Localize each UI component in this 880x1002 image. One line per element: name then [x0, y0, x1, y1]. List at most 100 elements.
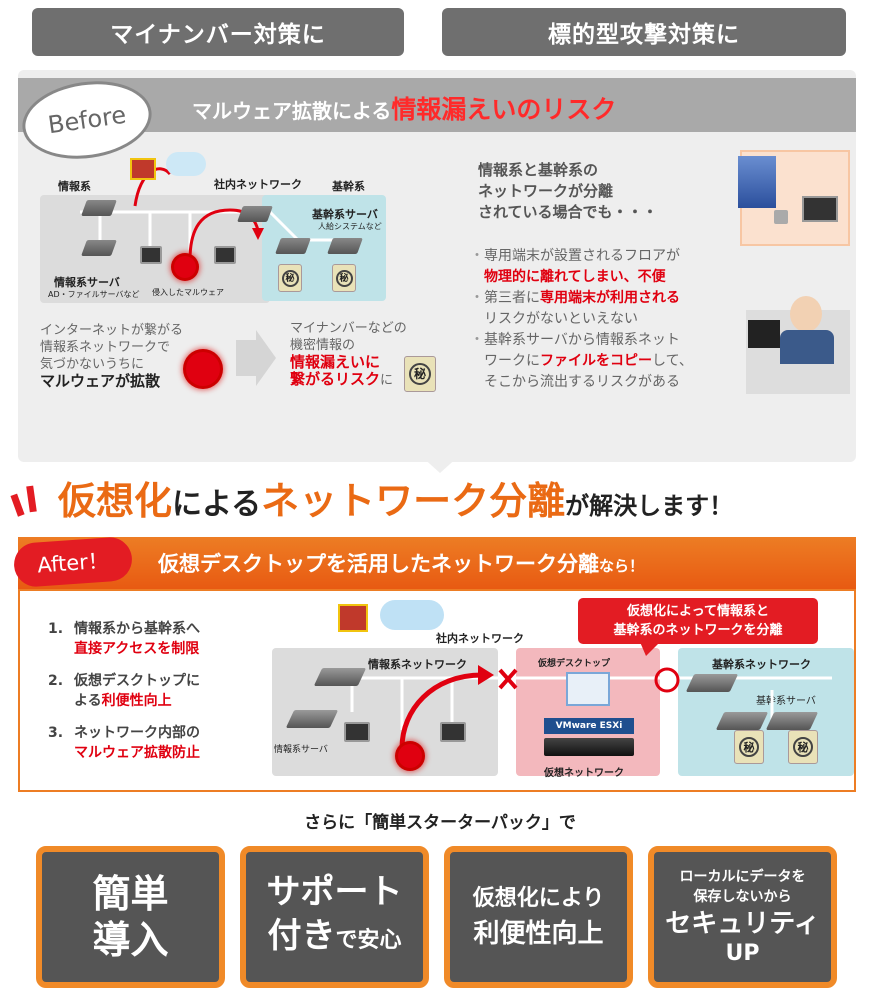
info-server-label: 情報系サーバ: [54, 276, 120, 289]
laptop-icon: [344, 722, 370, 742]
server-icon: [81, 200, 117, 216]
b3-suffix: して、: [652, 353, 693, 369]
tile-security: ローカルにデータを 保存しないから セキュリティ UP: [648, 846, 837, 988]
malware-icon-large: [186, 352, 220, 386]
after-network-lines: [332, 665, 832, 749]
secret-mark: 秘: [739, 737, 759, 757]
laptop-icon-2: [214, 246, 236, 264]
tile4-line2: 保存しないから: [693, 889, 792, 905]
step1-line1: 情報系から基幹系へ: [74, 621, 200, 637]
core-switch-icon: [685, 674, 739, 692]
b3-highlight: ファイルをコピー: [540, 353, 652, 369]
starter-pack-subline: さらに「簡単スターターパック」で: [304, 813, 576, 833]
secret-doc-icon-large: 秘: [404, 356, 436, 392]
solution-headline: 仮想化によるネットワーク分離が解決します！: [58, 470, 733, 525]
before-title-prefix: マルウェア拡散による: [192, 99, 392, 123]
tile2-line2a: 付き: [267, 916, 336, 956]
b2-prefix: 第三者に: [484, 290, 540, 306]
tile-support: サポート 付きで安心: [240, 846, 429, 988]
bullet: ・: [470, 248, 484, 264]
tile3-line1: 仮想化により: [472, 886, 605, 911]
secret-doc-icon-2: 秘: [788, 730, 818, 764]
step-number: 1.: [48, 621, 64, 637]
flow-mid-line3: 情報漏えいに: [290, 353, 381, 371]
core-server-icon-2: [327, 238, 363, 254]
flow-left-text: インターネットが繋がる 情報系ネットワークで 気づかないうちに マルウェアが拡散: [40, 322, 183, 391]
user-face-icon: [790, 296, 822, 332]
b2-highlight: 専用端末が利用される: [540, 290, 680, 306]
tab-targeted-attack: 標的型攻撃対策に: [442, 8, 846, 56]
flow-left-line4: マルウェアが拡散: [40, 372, 161, 390]
b3-prefix: ワークに: [484, 353, 540, 369]
secret-mark: 秘: [409, 363, 431, 385]
secret-doc-icon: 秘: [278, 264, 302, 292]
vmware-label: VMware ESXi: [544, 718, 634, 734]
cloud-icon: [166, 152, 206, 176]
after-info-server-label: 情報系サーバ: [274, 745, 328, 755]
benefit-steps: 1. 情報系から基幹系へ 直接アクセスを制限 2. 仮想デスクトップに よる利便性向…: [48, 619, 200, 763]
right-heading: 情報系と基幹系の ネットワークが分離 されている場合でも・・・: [478, 160, 658, 223]
flow-left-line2: 情報系ネットワークで: [40, 340, 171, 355]
after-title: 仮想デスクトップを活用したネットワーク分離なら！: [158, 548, 644, 578]
tile2-line1: サポート: [266, 872, 403, 912]
flow-left-line3: 気づかないうちに: [40, 357, 145, 372]
secret-doc-icon-2: 秘: [332, 264, 356, 292]
headline-resolves: が解決します！: [565, 492, 734, 520]
b3-line3: そこから流出するリスクがある: [484, 374, 680, 390]
core-server-sub: 人給システムなど: [318, 222, 382, 231]
info-sys-label: 情報系: [58, 180, 91, 193]
after-core-net-label: 基幹系ネットワーク: [712, 658, 811, 671]
callout-pointer: [640, 642, 660, 656]
building-icon: [738, 156, 776, 208]
callout-line2: 基幹系のネットワークを分離: [613, 623, 783, 638]
right-head-line3: されている場合でも・・・: [478, 203, 658, 221]
right-bullets: ・専用端末が設置されるフロアが 物理的に離れてしまい、不便 ・第三者に専用端末が…: [470, 246, 693, 393]
cloud-icon: [380, 600, 444, 630]
after-info-net-label: 情報系ネットワーク: [368, 658, 467, 671]
step3-line1: ネットワーク内部の: [74, 725, 200, 741]
step1-line2: 直接アクセスを制限: [74, 641, 200, 657]
b2-line2: リスクがないといえない: [484, 311, 638, 327]
tile4-line4: UP: [725, 941, 760, 966]
core-server-icon: [275, 238, 311, 254]
core-server-icon: [715, 712, 769, 730]
info-server-icon: [285, 710, 339, 728]
after-core-server-label: 基幹系サーバ: [756, 696, 816, 707]
core-server-icon-2: [765, 712, 819, 730]
info-server-sub: AD・ファイルサーバなど: [48, 290, 140, 299]
monitor-icon: [748, 320, 780, 348]
esxi-server-icon: [544, 738, 634, 756]
computer-icon: [802, 196, 838, 222]
malware-icon: [398, 744, 422, 768]
flow-left-line1: インターネットが繋がる: [40, 323, 184, 338]
infected-label: 侵入したマルウェア: [152, 288, 224, 297]
info-server-icon: [81, 240, 117, 256]
b1-line1: 専用端末が設置されるフロアが: [484, 248, 680, 264]
firewall-icon: [338, 604, 368, 632]
tile1-line2: 導入: [92, 918, 169, 962]
malware-icon: [174, 256, 196, 278]
after-badge: After！: [12, 535, 134, 589]
before-title-highlight: 情報漏えいのリスク: [391, 95, 617, 124]
step2-line1: 仮想デスクトップに: [74, 673, 200, 689]
flow-mid-line4: 繋がるリスク: [290, 370, 381, 388]
switch-icon: [313, 668, 367, 686]
step2-line2: 利便性向上: [101, 693, 172, 709]
tile1-line1: 簡単: [92, 872, 169, 916]
core-server-label: 基幹系サーバ: [312, 208, 378, 221]
speech-pointer: [420, 455, 460, 473]
b3-line1: 基幹系サーバから情報系ネット: [484, 332, 680, 348]
arrow-right-icon: [236, 330, 276, 386]
headline-network-separation: ネットワーク分離: [261, 479, 566, 523]
tile3-line2: 利便性向上: [473, 919, 604, 949]
separation-callout: 仮想化によって情報系と基幹系のネットワークを分離: [578, 598, 818, 644]
virtual-desktop-label: 仮想デスクトップ: [538, 659, 611, 669]
b1-line2: 物理的に離れてしまい、不便: [484, 269, 666, 285]
step2-prefix: よる: [74, 693, 102, 709]
tile-easy-install: 簡単 導入: [36, 846, 225, 988]
step-number: 2.: [48, 673, 64, 689]
virtual-net-label: 仮想ネットワーク: [544, 768, 624, 779]
before-title-bar: [18, 78, 856, 132]
before-title: マルウェア拡散による情報漏えいのリスク: [192, 90, 616, 126]
after-internal-net-label: 社内ネットワーク: [436, 632, 524, 645]
